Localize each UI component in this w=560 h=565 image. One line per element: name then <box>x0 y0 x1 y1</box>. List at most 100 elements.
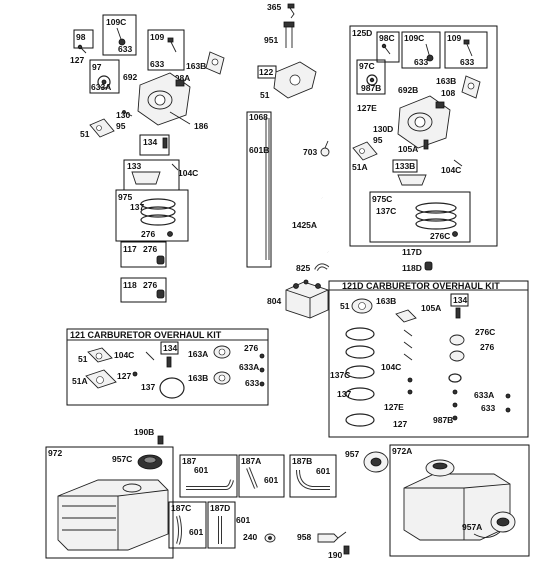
fuel-line-icon <box>176 515 182 545</box>
part-box-117 <box>120 241 167 268</box>
fuel-line-icon <box>473 531 501 538</box>
callout-104c: 104C <box>178 168 198 178</box>
screw-icon <box>264 533 276 543</box>
callout-133: 133 <box>127 161 141 171</box>
callout-109c: 109C <box>106 17 126 27</box>
part-box-133b <box>392 159 418 173</box>
callout-98: 98 <box>76 32 86 42</box>
callout-601b: 601B <box>249 145 269 155</box>
callout-190b: 190B <box>134 427 154 437</box>
callout-975: 975 <box>118 192 132 202</box>
callout-117d: 117D <box>402 247 422 257</box>
callout-186: 186 <box>194 121 208 131</box>
callout-951: 951 <box>264 35 278 45</box>
part-box-109 <box>147 29 185 71</box>
screw-icon <box>132 353 265 387</box>
callout-137: 137 <box>141 382 155 392</box>
callout-240: 240 <box>243 532 257 542</box>
callout-957a: 957A <box>462 522 482 532</box>
callout-692b: 692B <box>398 85 418 95</box>
callout-51: 51 <box>260 90 270 100</box>
part-box-98c <box>376 31 400 63</box>
callout-137: 137 <box>337 389 351 399</box>
part-box-187a <box>238 454 285 498</box>
fuel-system-group: 190B 972 957C 187 601 187A 601 187B 601 … <box>45 427 530 560</box>
callout-137c: 137C <box>376 206 396 216</box>
callout-127: 127 <box>70 55 84 65</box>
callout-134: 134 <box>453 295 467 305</box>
o-ring-icon <box>448 373 462 383</box>
callout-133b: 133B <box>395 161 415 171</box>
callout-95: 95 <box>373 135 383 145</box>
callout-276c: 276C <box>430 231 450 241</box>
spring-icon <box>366 74 378 86</box>
fuel-cap-icon <box>363 451 389 473</box>
fuel-cap-icon <box>490 511 516 533</box>
callout-127e: 127E <box>357 103 377 113</box>
gasket-icon <box>352 141 378 161</box>
callout-601: 601 <box>236 515 250 525</box>
gasket-icon <box>461 75 481 99</box>
o-ring-icon <box>415 202 458 237</box>
fuel-line-icon <box>314 263 330 272</box>
part-box-1068 <box>246 111 272 268</box>
gasket-icon <box>449 334 465 362</box>
gasket-icon <box>351 298 373 314</box>
callout-365: 365 <box>267 2 281 12</box>
kit-121d-box <box>328 280 529 438</box>
callout-276: 276 <box>141 229 155 239</box>
part-box-98 <box>73 29 94 49</box>
callout-127: 127 <box>117 371 131 381</box>
gasket-icon <box>213 345 231 359</box>
screw-icon <box>407 377 511 421</box>
callout-276: 276 <box>244 343 258 353</box>
part-box-187c <box>168 501 207 549</box>
fuel-tank-icon <box>57 479 169 551</box>
callout-825: 825 <box>296 263 310 273</box>
kit-121-group: 121 CARBURETOR OVERHAUL KIT 51 104C 134 … <box>66 328 269 406</box>
callout-633a: 633A <box>239 362 259 372</box>
callout-109c: 109C <box>404 33 424 43</box>
fuel-line-icon <box>320 197 329 253</box>
callout-633: 633 <box>118 44 132 54</box>
screw-icon <box>343 545 350 555</box>
screw-icon <box>425 43 434 62</box>
fuel-line-icon <box>265 118 270 260</box>
screw-icon <box>156 255 165 265</box>
callout-276: 276 <box>143 280 157 290</box>
callout-187b: 187B <box>292 456 312 466</box>
screw-icon <box>162 137 168 149</box>
fuel-line-icon <box>186 479 234 490</box>
callout-127: 127 <box>393 419 407 429</box>
part-box-134 <box>160 341 179 355</box>
callout-703: 703 <box>303 147 317 157</box>
float-icon <box>403 329 413 361</box>
part-box-134 <box>450 293 469 307</box>
fuel-tank-icon <box>403 459 511 541</box>
callout-187: 187 <box>182 456 196 466</box>
callout-975c: 975C <box>372 194 392 204</box>
part-box-972a <box>389 444 530 557</box>
screw-icon <box>166 356 172 368</box>
spring-icon <box>97 75 111 89</box>
kit-121-box <box>66 328 269 406</box>
gasket-icon <box>273 61 317 99</box>
callout-51: 51 <box>80 129 90 139</box>
screw-icon <box>283 21 295 48</box>
callout-98c: 98C <box>379 33 395 43</box>
fuel-cap-icon <box>137 454 163 470</box>
callout-108a: 108A <box>170 73 190 83</box>
callout-987b: 987B <box>361 83 381 93</box>
gasket-icon <box>213 371 231 385</box>
kit-121-title: 121 CARBURETOR OVERHAUL KIT <box>70 330 222 340</box>
part-box-187b <box>289 454 337 498</box>
carburetor-icon <box>137 72 191 126</box>
part-box-118 <box>120 277 167 303</box>
callout-163b: 163B <box>376 296 396 306</box>
callout-97c: 97C <box>359 61 375 71</box>
gasket-icon <box>395 309 417 323</box>
part-box-187d <box>207 501 236 549</box>
o-ring-icon <box>159 377 185 399</box>
screw-icon <box>424 261 433 271</box>
